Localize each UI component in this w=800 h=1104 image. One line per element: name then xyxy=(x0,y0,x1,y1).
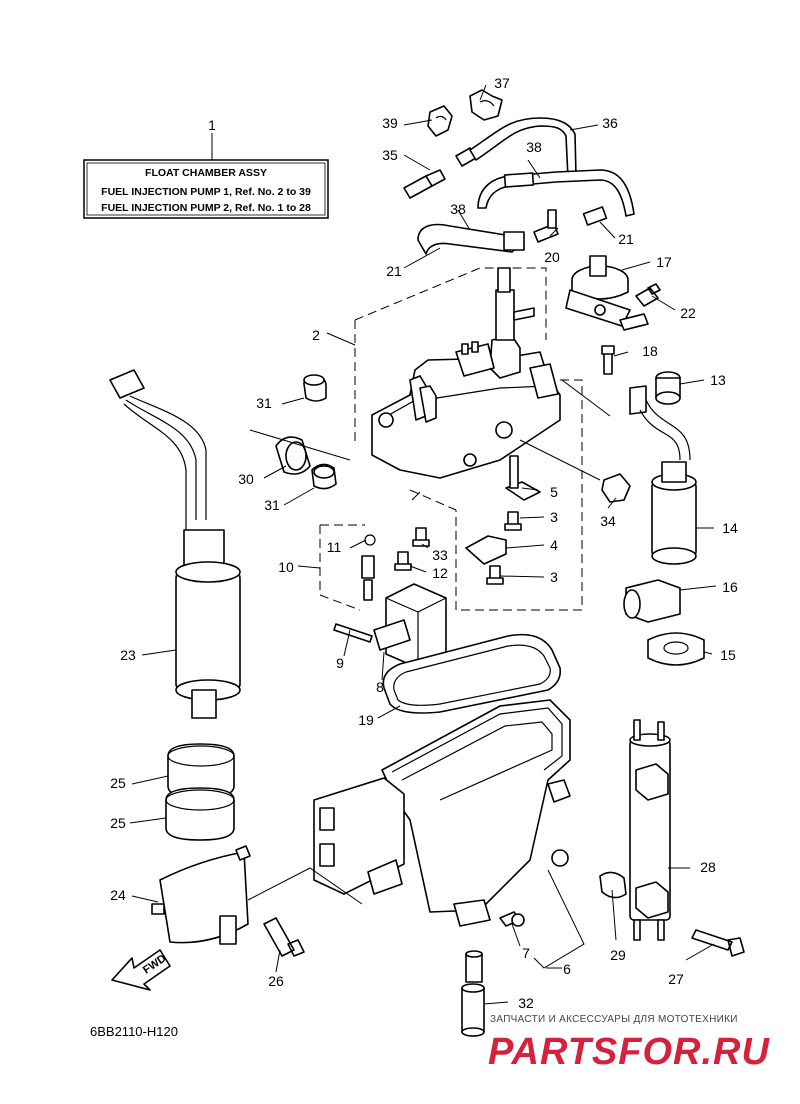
fuel-hose-38 xyxy=(477,169,635,217)
nozzle-10 xyxy=(361,555,375,579)
callout-leaders xyxy=(129,84,717,1005)
callout-33: 33 xyxy=(432,547,448,563)
bolt-27 xyxy=(691,929,745,957)
electric-fuel-pump-23 xyxy=(109,369,241,719)
callout-38-lower: 38 xyxy=(450,201,466,217)
partsfor-watermark: ЗАПЧАСТИ И АКСЕССУАРЫ ДЛЯ МОТОТЕХНИКИ PA… xyxy=(488,1014,770,1073)
callout-36: 36 xyxy=(602,115,618,131)
bracket-24 xyxy=(151,845,251,945)
hose-clamp-37 xyxy=(469,89,503,121)
hose-clamp-39 xyxy=(427,105,453,137)
callout-23: 23 xyxy=(120,647,136,663)
callout-25-lower: 25 xyxy=(110,815,126,831)
fuel-pump-14-group xyxy=(623,371,705,666)
callout-3-lower: 3 xyxy=(550,569,558,585)
pressure-regulator-body xyxy=(489,335,521,379)
callout-21-right: 21 xyxy=(618,231,634,247)
label-box-line-1: FUEL INJECTION PUMP 1, Ref. No. 2 to 39 xyxy=(101,186,311,198)
callout-19: 19 xyxy=(358,712,374,728)
callout-numbers: 1 2 3 3 4 5 6 7 8 9 10 11 12 13 14 15 16… xyxy=(110,75,738,1011)
grommets-30-31 xyxy=(275,374,337,490)
dashed-group-outlines xyxy=(319,267,583,611)
pressure-regulator-17 xyxy=(565,255,649,331)
grommet-29 xyxy=(599,871,627,899)
fuel-hose-36 xyxy=(469,117,577,179)
callout-5: 5 xyxy=(550,484,558,500)
rings-25 xyxy=(165,743,235,841)
callout-14: 14 xyxy=(722,520,738,536)
callout-21-left: 21 xyxy=(386,263,402,279)
o-ring-11 xyxy=(364,534,376,546)
callout-17: 17 xyxy=(656,254,672,270)
screw-18 xyxy=(603,351,613,375)
callout-27: 27 xyxy=(668,971,684,987)
bolt-26 xyxy=(263,917,305,957)
callout-20: 20 xyxy=(544,249,560,265)
callout-34: 34 xyxy=(600,513,616,529)
callout-2: 2 xyxy=(312,327,320,343)
vapor-separator-28 xyxy=(629,719,671,941)
small-fasteners-group xyxy=(333,455,541,643)
label-box-line-2: FUEL INJECTION PUMP 2, Ref. No. 1 to 28 xyxy=(101,202,311,214)
grommet-15 xyxy=(647,632,705,666)
callout-13: 13 xyxy=(710,372,726,388)
callout-7: 7 xyxy=(522,945,530,961)
fuel-pump-14 xyxy=(651,481,697,557)
callout-35: 35 xyxy=(382,147,398,163)
callout-28: 28 xyxy=(700,859,716,875)
callout-11: 11 xyxy=(327,539,342,555)
callout-31-lower: 31 xyxy=(264,497,280,513)
label-box-title: FLOAT CHAMBER ASSY xyxy=(145,167,267,179)
callout-3-upper: 3 xyxy=(550,509,558,525)
callout-6: 6 xyxy=(563,961,571,977)
callout-12: 12 xyxy=(432,565,448,581)
callout-4: 4 xyxy=(550,537,558,553)
gasket-19 xyxy=(382,633,562,714)
callout-26: 26 xyxy=(268,973,284,989)
callout-9: 9 xyxy=(336,655,344,671)
callout-10: 10 xyxy=(278,559,294,575)
callout-31-upper: 31 xyxy=(256,395,272,411)
nut-34 xyxy=(601,473,631,503)
watermark-tagline: ЗАПЧАСТИ И АКСЕССУАРЫ ДЛЯ МОТОТЕХНИКИ xyxy=(490,1014,738,1025)
plate-4 xyxy=(465,535,507,565)
pump-cover-assy-2 xyxy=(371,267,561,479)
callout-8: 8 xyxy=(376,679,384,695)
callout-37: 37 xyxy=(494,75,510,91)
callout-38-upper: 38 xyxy=(526,139,542,155)
callout-16: 16 xyxy=(722,579,738,595)
callout-25-upper: 25 xyxy=(110,775,126,791)
callout-24: 24 xyxy=(110,887,126,903)
screw-22 xyxy=(635,283,661,307)
fwd-direction-arrow: FWD xyxy=(111,949,171,991)
callout-30: 30 xyxy=(238,471,254,487)
callout-18: 18 xyxy=(642,343,658,359)
callout-29: 29 xyxy=(610,947,626,963)
float-chamber-6 xyxy=(313,699,571,927)
fuel-hoses-group xyxy=(403,89,635,255)
callout-1: 1 xyxy=(208,117,216,133)
callout-15: 15 xyxy=(720,647,736,663)
callout-32: 32 xyxy=(518,995,534,1011)
hose-32 xyxy=(461,950,485,1037)
connector-13 xyxy=(629,385,647,415)
diagram-reference-code: 6BB2110-H120 xyxy=(90,1024,178,1039)
pin-9 xyxy=(333,623,373,643)
assembly-label-box: FLOAT CHAMBER ASSY FUEL INJECTION PUMP 1… xyxy=(83,133,329,219)
callout-22: 22 xyxy=(680,305,696,321)
callout-39: 39 xyxy=(382,115,398,131)
watermark-brand: PARTSFOR.RU xyxy=(488,1031,770,1073)
